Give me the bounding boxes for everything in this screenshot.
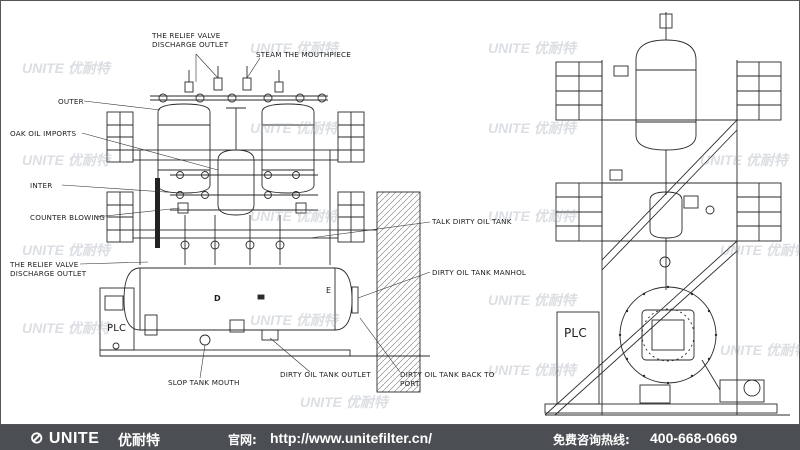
tank-letter-e: E <box>326 286 332 295</box>
level-gauge <box>155 178 160 248</box>
equipment-drawing <box>0 0 800 425</box>
label-slop-tank-mouth: SLOP TANK MOUTH <box>168 378 240 387</box>
side-right-grid-lower <box>736 182 782 242</box>
label-talk-dirty-oil-tank: TALK DIRTY OIL TANK <box>432 217 512 226</box>
front-left-grid-upper <box>106 111 134 163</box>
front-right-grid-lower <box>337 191 365 243</box>
side-middle-filter <box>649 150 715 239</box>
footer-brand-logo: ⊘ UNITE <box>30 430 100 447</box>
footer-brand-cn: 优耐特 <box>118 433 160 449</box>
front-right-grid-upper <box>337 111 365 163</box>
label-dirty-oil-tank-back: DIRTY OIL TANK BACK TO PORT <box>400 370 495 388</box>
label-steam-mouthpiece: STEAM THE MOUTHPIECE <box>256 50 351 59</box>
footer-hotline-label: 免费咨询热线: <box>553 433 630 447</box>
side-right-grid-upper <box>736 61 782 121</box>
front-leader-lines <box>61 53 431 379</box>
top-valves <box>158 66 327 103</box>
label-relief-valve-top: THE RELIEF VALVE DISCHARGE OUTLET <box>152 31 229 49</box>
tank-letter-d: D <box>214 294 221 303</box>
side-left-grid-upper <box>555 61 603 121</box>
plc-label-right: PLC <box>564 326 587 340</box>
center-vessel <box>217 107 255 216</box>
mid-valves <box>176 171 307 214</box>
tank-bolt-ring <box>618 285 718 385</box>
side-top-vessel <box>609 12 697 181</box>
label-relief-valve-bottom: THE RELIEF VALVE DISCHARGE OUTLET <box>10 260 87 278</box>
label-oak-oil-imports: OAK OIL IMPORTS <box>10 129 77 138</box>
plc-label-left: PLC <box>107 323 127 334</box>
label-outer: OUTER <box>58 97 84 106</box>
diagram-canvas: UNITE 优耐特 UNITE 优耐特 UNITE 优耐特 UNITE 优耐特 … <box>0 0 800 425</box>
side-view <box>544 12 790 416</box>
outer-vessel-right <box>261 103 315 194</box>
label-dirty-oil-tank-outlet: DIRTY OIL TANK OUTLET <box>280 370 371 379</box>
front-left-grid-lower <box>106 191 134 243</box>
outer-vessel-left <box>157 103 211 194</box>
label-inter: INTER <box>30 181 53 190</box>
label-dirty-oil-tank-manhol: DIRTY OIL TANK MANHOL <box>432 268 527 277</box>
label-counter-blowing: COUNTER BLOWING <box>30 213 106 222</box>
footer-site-label: 官网: <box>228 433 257 447</box>
front-stair-tower <box>376 191 421 393</box>
footer-site-url[interactable]: http://www.unitefilter.cn/ <box>270 430 433 446</box>
front-view <box>99 66 430 393</box>
horizontal-dirty-oil-tank <box>123 267 359 331</box>
footer-bar: ⊘ UNITE 优耐特 官网: http://www.unitefilter.c… <box>0 425 800 450</box>
side-tank-end <box>619 286 717 384</box>
footer-hotline-number[interactable]: 400-668-0669 <box>650 430 738 446</box>
side-left-grid-lower <box>555 182 603 242</box>
